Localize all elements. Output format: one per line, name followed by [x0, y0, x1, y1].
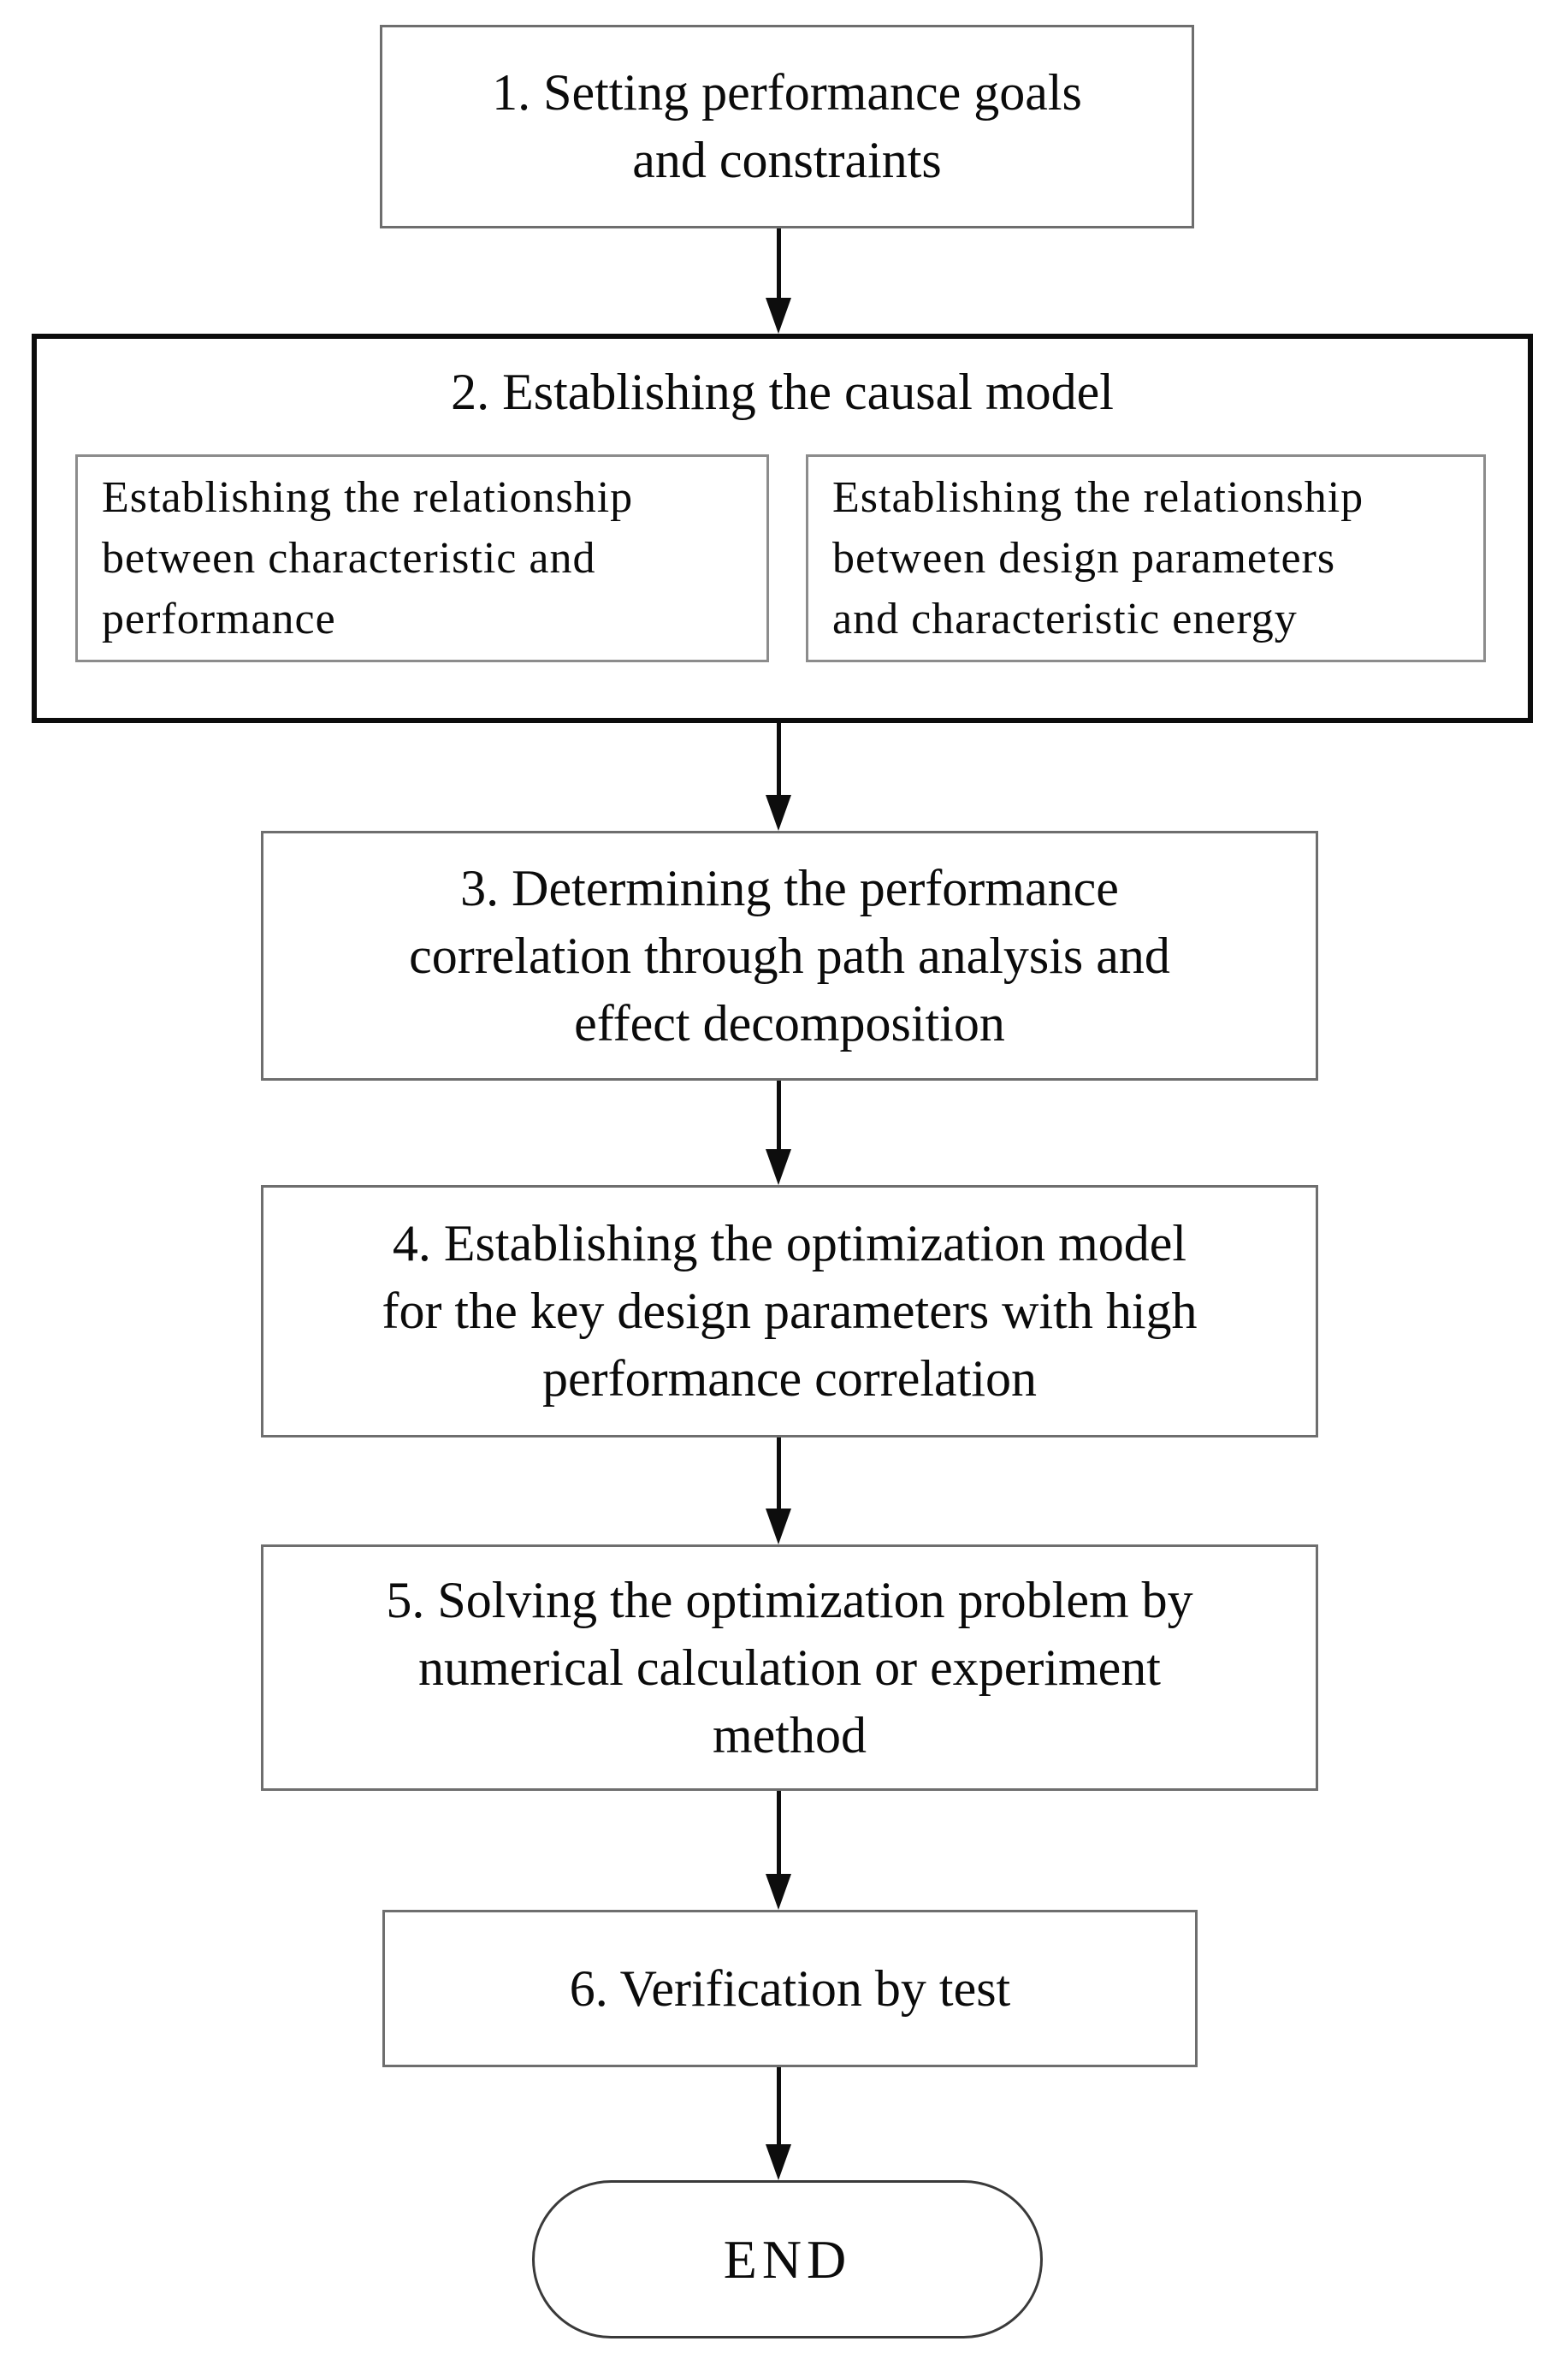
step-3-line-2: correlation through path analysis and	[409, 927, 1170, 984]
arrow-shaft	[776, 228, 781, 298]
step-3-box: 3. Determining the performance correlati…	[261, 831, 1318, 1081]
sub-left-line-3: performance	[102, 595, 336, 643]
step-5-line-1: 5. Solving the optimization problem by	[386, 1571, 1193, 1628]
step-2-title: 2. Establishing the causal model	[451, 364, 1114, 420]
step-1-line-2: and constraints	[632, 132, 942, 188]
end-label: END	[723, 2228, 852, 2290]
arrow-shaft	[776, 723, 781, 795]
step-2-sub-box-left: Establishing the relationship between ch…	[75, 454, 769, 662]
step-1-box: 1. Setting performance goals and constra…	[380, 25, 1194, 228]
end-terminator: END	[532, 2180, 1043, 2338]
flow-arrow-5	[766, 1791, 791, 1910]
sub-right-line-1: Establishing the relationship	[832, 473, 1364, 522]
flow-arrow-2	[766, 723, 791, 831]
step-5-box: 5. Solving the optimization problem by n…	[261, 1544, 1318, 1791]
arrow-head	[766, 1149, 791, 1185]
step-5-line-3: method	[713, 1706, 867, 1763]
step-3-line-1: 3. Determining the performance	[460, 859, 1119, 916]
step-4-line-3: performance correlation	[542, 1350, 1037, 1407]
arrow-shaft	[776, 1081, 781, 1149]
sub-right-line-2: between design parameters	[832, 534, 1336, 583]
flow-arrow-6	[766, 2067, 791, 2180]
arrow-head	[766, 1509, 791, 1544]
arrow-head	[766, 1874, 791, 1910]
arrow-head	[766, 795, 791, 831]
sub-left-line-2: between characteristic and	[102, 534, 596, 583]
arrow-shaft	[776, 1437, 781, 1509]
flow-arrow-3	[766, 1081, 791, 1185]
step-2-sub-box-right: Establishing the relationship between de…	[806, 454, 1486, 662]
step-6-box: 6. Verification by test	[382, 1910, 1198, 2067]
flow-arrow-4	[766, 1437, 791, 1544]
arrow-shaft	[776, 2067, 781, 2144]
sub-right-line-3: and characteristic energy	[832, 595, 1298, 643]
step-4-box: 4. Establishing the optimization model f…	[261, 1185, 1318, 1437]
step-4-line-2: for the key design parameters with high	[382, 1283, 1198, 1339]
step-3-line-3: effect decomposition	[574, 994, 1005, 1052]
flow-arrow-1	[766, 228, 791, 334]
step-6-line-1: 6. Verification by test	[569, 1959, 1011, 2017]
step-1-line-1: 1. Setting performance goals	[492, 64, 1082, 121]
arrow-head	[766, 298, 791, 334]
arrow-head	[766, 2144, 791, 2180]
sub-left-line-1: Establishing the relationship	[102, 473, 634, 522]
step-4-line-1: 4. Establishing the optimization model	[392, 1215, 1187, 1271]
arrow-shaft	[776, 1791, 781, 1874]
step-5-line-2: numerical calculation or experiment	[418, 1639, 1161, 1696]
